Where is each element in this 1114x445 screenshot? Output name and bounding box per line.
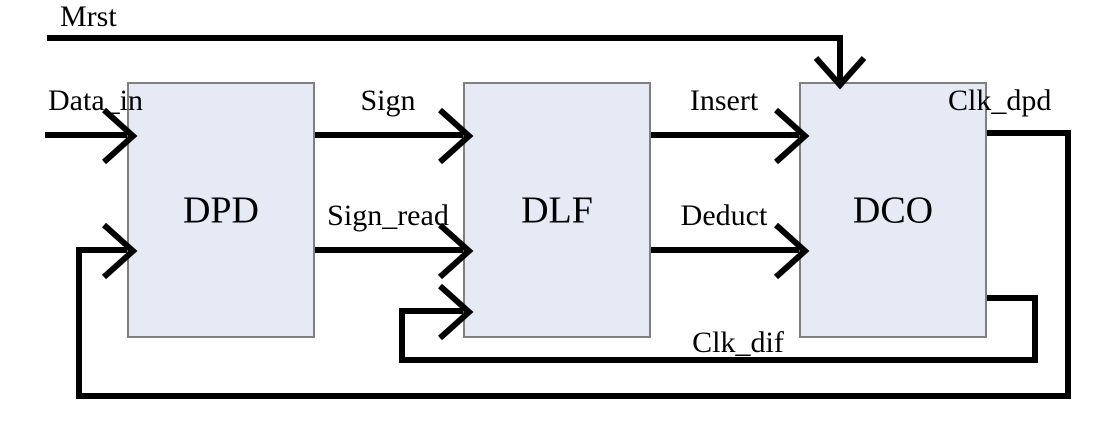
block-label-dco: DCO bbox=[853, 190, 933, 232]
signal-label-sign-read: Sign_read bbox=[327, 199, 449, 232]
signal-label-clk-dpd: Clk_dpd bbox=[948, 84, 1051, 117]
signal-label-clk-dif: Clk_dif bbox=[692, 326, 784, 359]
arrowhead-clk-dpd-dpd-icon bbox=[101, 222, 138, 280]
block-layer bbox=[127, 82, 987, 338]
arrowhead-mrst-icon bbox=[813, 56, 867, 90]
wire-layer bbox=[45, 35, 1071, 399]
signal-label-layer: Mrst Data_in Sign Sign_read Insert Deduc… bbox=[48, 0, 1051, 359]
arrowhead-sign-icon bbox=[437, 107, 474, 165]
signal-label-insert: Insert bbox=[690, 84, 759, 117]
wire-mrst bbox=[47, 35, 843, 80]
block-label-dlf: DLF bbox=[521, 190, 593, 232]
arrowhead-data-in-icon bbox=[101, 107, 138, 165]
block-dlf[interactable] bbox=[463, 82, 651, 338]
signal-label-mrst: Mrst bbox=[60, 0, 117, 33]
block-label-dpd: DPD bbox=[183, 190, 259, 232]
block-label-layer: DPD DLF DCO bbox=[183, 190, 933, 232]
arrowhead-layer bbox=[101, 56, 867, 341]
signal-label-sign: Sign bbox=[360, 84, 415, 117]
wire-clk-dif bbox=[399, 295, 1038, 363]
arrowhead-sign-read-icon bbox=[437, 222, 474, 280]
arrowhead-clk-dif-icon bbox=[437, 283, 474, 341]
block-dpd[interactable] bbox=[127, 82, 315, 338]
block-dco[interactable] bbox=[799, 82, 987, 338]
arrowhead-deduct-icon bbox=[773, 222, 810, 280]
signal-label-deduct: Deduct bbox=[681, 199, 768, 232]
signal-label-data-in: Data_in bbox=[48, 84, 143, 117]
arrowhead-insert-icon bbox=[773, 107, 810, 165]
wire-clk-dpd-feedback bbox=[76, 130, 1071, 399]
